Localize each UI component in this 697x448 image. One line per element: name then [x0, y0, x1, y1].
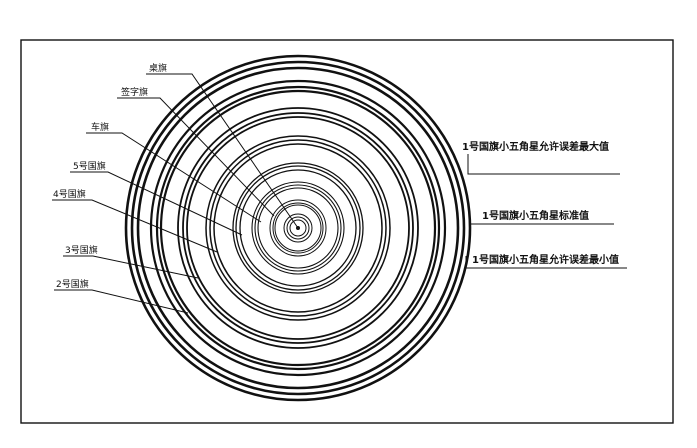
label-flag-2: 2号国旗: [56, 278, 89, 290]
ring-desk-c: [289, 219, 307, 237]
ring-desk-a: [283, 213, 313, 243]
ring-desk-b: [286, 216, 310, 240]
ring-sign-b: [272, 202, 324, 254]
ring-sign-a: [269, 199, 327, 257]
label-flag-5: 5号国旗: [73, 160, 106, 172]
label-car-flag: 车旗: [91, 121, 109, 133]
ring-5-a: [232, 162, 364, 294]
ring-car-c: [257, 187, 339, 269]
leader-car-flag: [86, 132, 262, 223]
ring-3-a: [177, 107, 419, 349]
concentric-rings: [124, 54, 472, 402]
right-leader-lines: [465, 154, 627, 269]
ring-car-b: [254, 184, 342, 272]
label-std: 1号国旗小五角星标准值: [482, 209, 589, 222]
ring-4-b: [209, 139, 387, 317]
ring-1-min: [136, 66, 460, 390]
leader-min: [465, 256, 627, 269]
label-flag-4: 4号国旗: [53, 188, 86, 200]
ring-5-c: [239, 169, 357, 287]
leader-flag-2: [54, 289, 189, 314]
ring-1-max: [124, 54, 472, 402]
leader-flag-4: [52, 199, 218, 253]
left-labels: 桌旗 签字旗 车旗 5号国旗 4号国旗 3号国旗 2号国旗: [53, 62, 167, 290]
leader-desk-flag: [146, 73, 299, 229]
leader-sign-flag: [117, 97, 275, 217]
ring-4-c: [213, 143, 383, 313]
leader-flag-5: [70, 171, 243, 236]
ring-2-c: [159, 89, 437, 367]
ring-2-b: [155, 85, 441, 371]
left-leader-lines: [52, 73, 299, 314]
ring-3-b: [182, 112, 414, 344]
ring-car-a: [251, 181, 345, 275]
label-flag-3: 3号国旗: [65, 244, 98, 256]
diagram-frame: [20, 39, 674, 424]
ring-4-a: [205, 135, 391, 321]
leader-flag-3: [63, 255, 199, 279]
right-labels: 1号国旗小五角星允许误差最大值 1号国旗小五角星标准值 1号国旗小五角星允许误差…: [462, 140, 619, 266]
label-sign-flag: 签字旗: [121, 86, 148, 98]
ring-1-std: [130, 60, 466, 396]
label-desk-flag: 桌旗: [149, 62, 167, 74]
ring-5-b: [235, 165, 361, 291]
ring-sign-c: [274, 204, 322, 252]
label-max: 1号国旗小五角星允许误差最大值: [462, 140, 609, 153]
ring-3-c: [186, 116, 410, 340]
ring-2-a: [149, 79, 447, 377]
label-min: 1号国旗小五角星允许误差最小值: [472, 253, 619, 266]
leader-max: [467, 154, 620, 175]
